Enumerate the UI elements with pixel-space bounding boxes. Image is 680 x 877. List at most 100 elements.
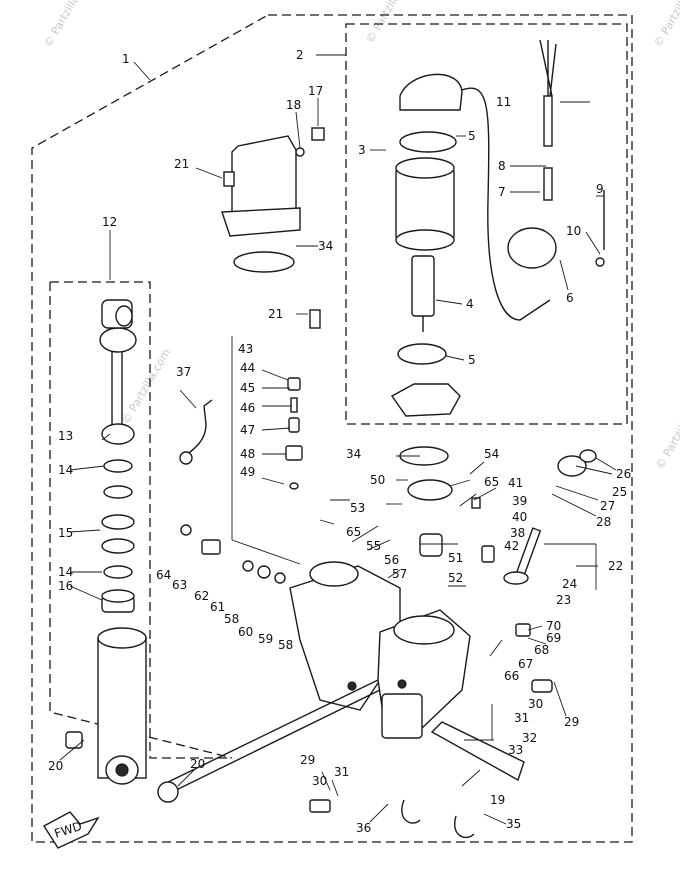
- callout-48: 48: [240, 447, 255, 461]
- valve-fittings: [231, 336, 303, 565]
- callout-31: 31: [334, 765, 349, 779]
- callout-68: 68: [534, 643, 549, 657]
- pivot-rod: [163, 679, 525, 797]
- callout-59: 59: [258, 632, 273, 646]
- watermark: © Partzilla.com: [119, 346, 173, 426]
- callout-37: 37: [176, 365, 191, 379]
- callout-45: 45: [240, 381, 255, 395]
- motor-assembly-boundary: [316, 23, 628, 425]
- callout-25: 25: [612, 485, 627, 499]
- watermark: © Partzilla.com: [651, 0, 680, 50]
- callout-21: 21: [174, 157, 189, 171]
- callout-55: 55: [366, 539, 381, 553]
- callout-29: 29: [300, 753, 315, 767]
- callout-28: 28: [596, 515, 611, 529]
- callout-16: 16: [58, 579, 73, 593]
- callout-17: 17: [308, 84, 323, 98]
- callout-40: 40: [512, 510, 527, 524]
- callout-49: 49: [240, 465, 255, 479]
- callout-62: 62: [194, 589, 209, 603]
- callout-52: 52: [448, 571, 463, 585]
- callout-30: 30: [312, 774, 327, 788]
- callout-58: 58: [224, 612, 239, 626]
- callout-63: 63: [172, 578, 187, 592]
- outer-assembly-boundary: [31, 14, 633, 843]
- callout-5: 5: [468, 353, 476, 367]
- callout-24: 24: [562, 577, 577, 591]
- callout-14: 14: [58, 463, 73, 477]
- callout-41: 41: [508, 476, 523, 490]
- callout-2: 2: [296, 48, 304, 62]
- callout-44: 44: [240, 361, 255, 375]
- callout-21: 21: [268, 307, 283, 321]
- callout-57: 57: [392, 567, 407, 581]
- cylinder-assembly-boundary: [49, 230, 233, 759]
- callout-65: 65: [346, 525, 361, 539]
- callout-31: 31: [514, 711, 529, 725]
- callout-9: 9: [596, 182, 604, 196]
- watermark: © Partzilla.com: [363, 0, 417, 46]
- callout-3: 3: [358, 143, 366, 157]
- callout-11: 11: [496, 95, 511, 109]
- right-fittings: [419, 449, 597, 693]
- callout-6: 6: [566, 291, 574, 305]
- leader-lines: [59, 98, 617, 825]
- trim-cylinder: [97, 299, 147, 785]
- callout-34: 34: [346, 447, 361, 461]
- callout-58: 58: [278, 638, 293, 652]
- callout-47: 47: [240, 423, 255, 437]
- callout-15: 15: [58, 526, 73, 540]
- callout-14: 14: [58, 565, 73, 579]
- callout-46: 46: [240, 401, 255, 415]
- callout-27: 27: [600, 499, 615, 513]
- callout-54: 54: [484, 447, 499, 461]
- hose-assembly: [179, 399, 213, 465]
- callout-36: 36: [356, 821, 371, 835]
- callout-51: 51: [448, 551, 463, 565]
- callout-56: 56: [384, 553, 399, 567]
- callout-13: 13: [58, 429, 73, 443]
- callout-30: 30: [528, 697, 543, 711]
- watermark: © Partzilla.com: [41, 0, 95, 50]
- callout-39: 39: [512, 494, 527, 508]
- watermark: © Partzilla.com: [653, 391, 680, 471]
- callout-18: 18: [286, 98, 301, 112]
- callout-20: 20: [48, 759, 63, 773]
- callout-23: 23: [556, 593, 571, 607]
- trim-motor: [390, 39, 605, 501]
- callout-5: 5: [468, 129, 476, 143]
- callout-64: 64: [156, 568, 171, 582]
- callout-20: 20: [190, 757, 205, 771]
- callout-60: 60: [238, 625, 253, 639]
- callout-12: 12: [102, 215, 117, 229]
- callout-26: 26: [616, 467, 631, 481]
- callout-67: 67: [518, 657, 533, 671]
- callout-4: 4: [466, 297, 474, 311]
- callout-69: 69: [546, 631, 561, 645]
- watermark-layer: © Partzilla.com © Partzilla.com © Partzi…: [41, 0, 680, 472]
- callout-33: 33: [508, 743, 523, 757]
- fwd-arrow: FWD: [43, 811, 100, 849]
- pump-body: [289, 561, 471, 739]
- callout-7: 7: [498, 185, 506, 199]
- callout-19: 19: [490, 793, 505, 807]
- callout-32: 32: [522, 731, 537, 745]
- callout-66: 66: [504, 669, 519, 683]
- callout-61: 61: [210, 600, 225, 614]
- callout-35: 35: [506, 817, 521, 831]
- callout-43: 43: [238, 342, 253, 356]
- callout-22: 22: [608, 559, 623, 573]
- callout-1: 1: [122, 52, 130, 66]
- callout-34: 34: [318, 239, 333, 253]
- callout-labels: 1 2 3 4 5 5 6 7 8 9 10 11 12 13 14 14 15…: [48, 48, 631, 835]
- callout-50: 50: [370, 473, 385, 487]
- callout-53: 53: [350, 501, 365, 515]
- side-fittings: [65, 524, 475, 839]
- callout-65: 65: [484, 475, 499, 489]
- callout-10: 10: [566, 224, 581, 238]
- callout-42: 42: [504, 539, 519, 553]
- callout-8: 8: [498, 159, 506, 173]
- reservoir-cover: [221, 127, 325, 329]
